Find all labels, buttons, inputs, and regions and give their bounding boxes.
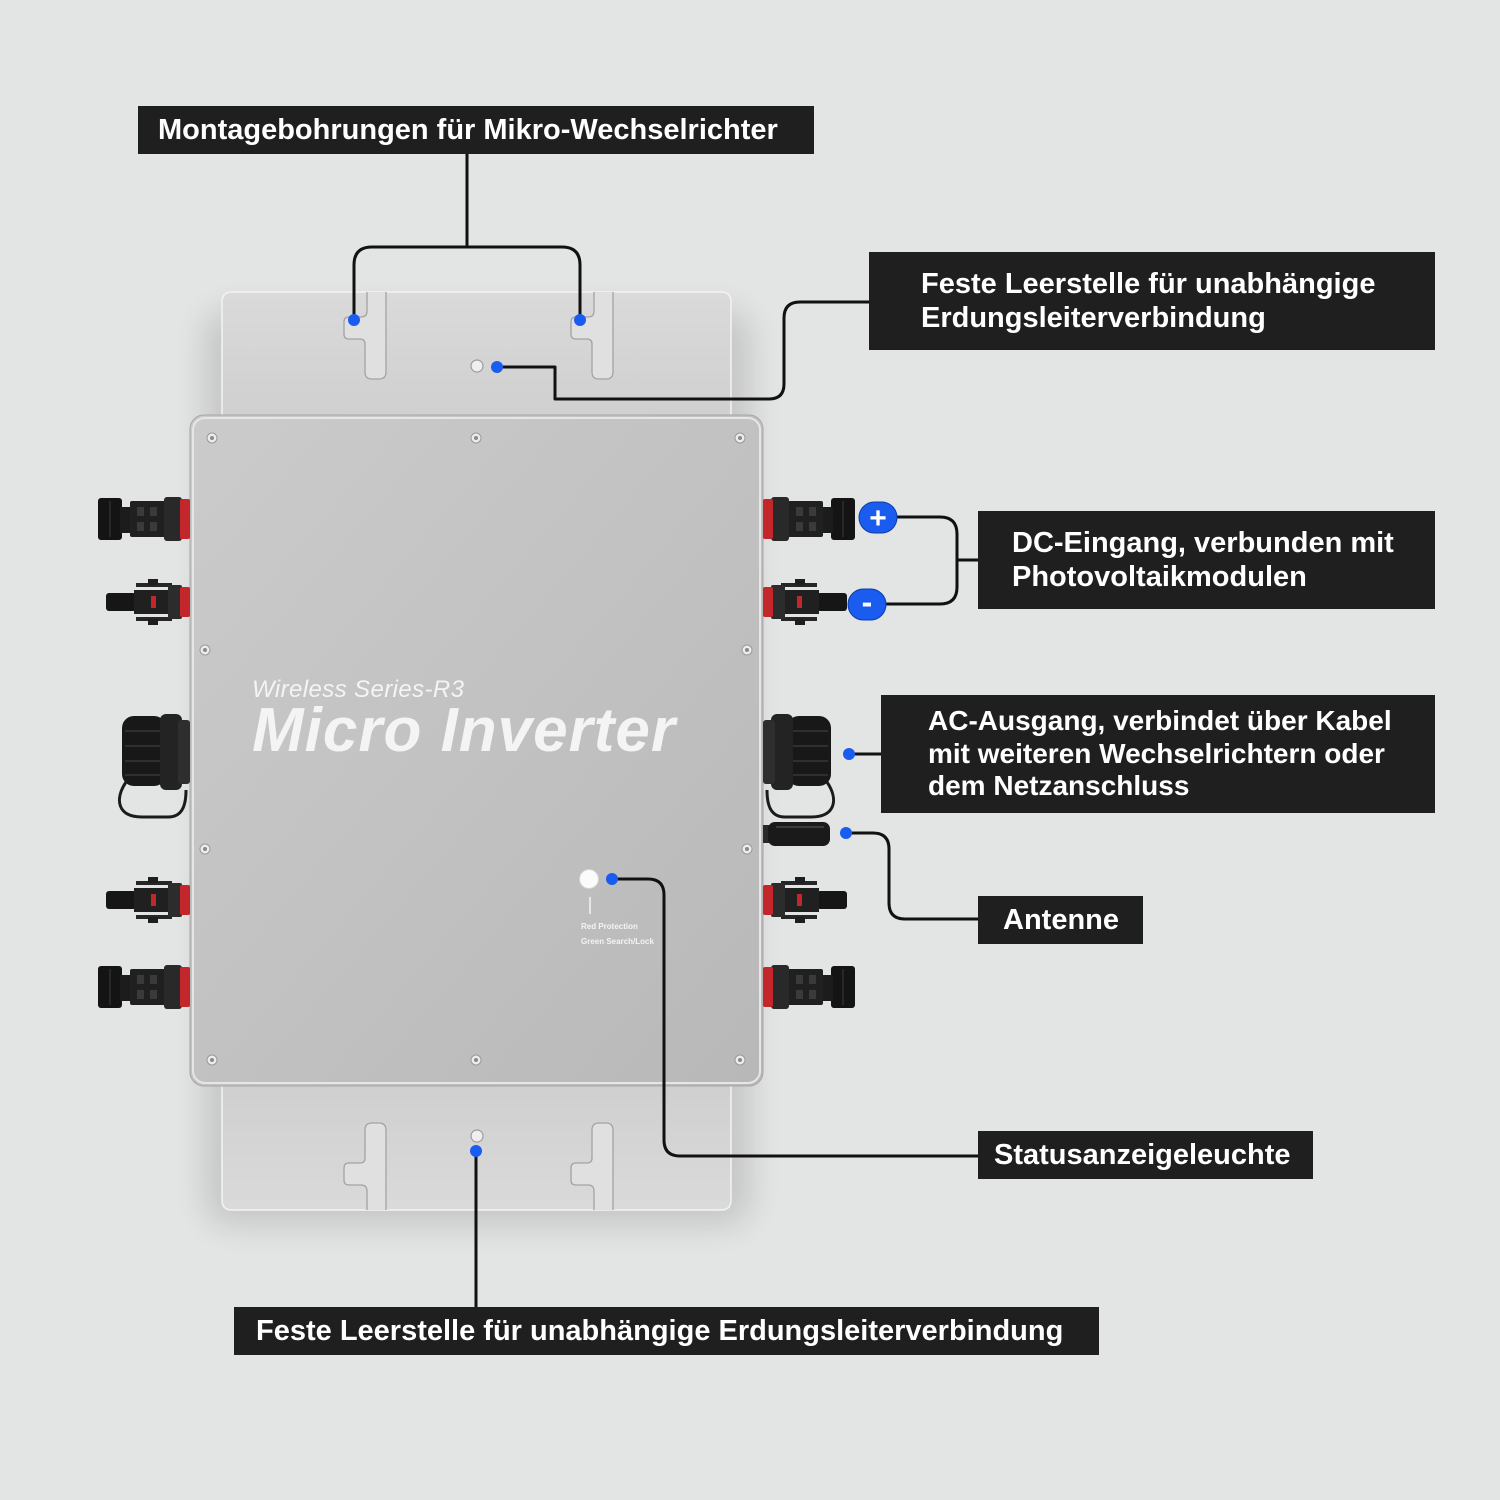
mc4-female-connector-right-2: [763, 965, 855, 1009]
callout-ac-output-line-2: mit weiteren Wechselrichtern oder: [928, 737, 1385, 769]
callout-mounting-holes-text: Montagebohrungen für Mikro-Wechselrichte…: [158, 114, 778, 146]
callout-ground-top: Feste Leerstelle für unabhängige Erdungs…: [869, 252, 1435, 350]
callout-ground-top-line-1: Feste Leerstelle für unabhängige: [921, 268, 1376, 300]
marker-mounting-hole-left: [348, 314, 360, 326]
callout-dc-input-line-2: Photovoltaikmodulen: [1012, 561, 1307, 593]
callout-status-light: Statusanzeigeleuchte: [978, 1131, 1313, 1179]
callout-antenna-text: Antenne: [1003, 904, 1119, 936]
negative-sign: -: [862, 584, 873, 620]
callout-mounting-holes: Montagebohrungen für Mikro-Wechselrichte…: [138, 106, 814, 154]
callout-ground-top-line-2: Erdungsleiterverbindung: [921, 302, 1266, 334]
callout-ac-output-line-3: dem Netzanschluss: [928, 770, 1190, 802]
mounting-slot-right: [570, 1122, 614, 1210]
marker-status-light: [606, 873, 618, 885]
mc4-male-connector-right-1: [763, 579, 847, 625]
marker-antenna: [840, 827, 852, 839]
callout-dc-input-line-1: DC-Eingang, verbunden mit: [1012, 527, 1394, 559]
mc4-male-connector-right-2: [763, 877, 847, 923]
ground-hole-top: [470, 359, 484, 373]
connectors-right: [763, 497, 855, 1009]
callout-ac-output-line-1: AC-Ausgang, verbindet über Kabel: [928, 705, 1392, 737]
callout-dc-input: DC-Eingang, verbunden mit Photovoltaikmo…: [978, 511, 1435, 609]
connectors-right: [763, 497, 855, 1009]
dc-positive-marker: +: [858, 501, 898, 535]
leader-lines: [352, 154, 978, 1307]
series-label: Wireless Series-R3: [252, 676, 465, 703]
status-led: [579, 869, 599, 914]
led-legend-green: Green Search/Lock: [581, 937, 654, 946]
leader-antenna: [846, 831, 978, 921]
callout-ground-bottom: Feste Leerstelle für unabhängige Erdungs…: [234, 1307, 1099, 1355]
mc4-male-connector-left-2: [106, 877, 190, 923]
callout-ground-bottom-text: Feste Leerstelle für unabhängige Erdungs…: [256, 1315, 1064, 1347]
bottom-mounting-plate: [221, 1079, 732, 1211]
mc4-female-connector-left-2: [98, 965, 190, 1009]
callout-status-light-text: Statusanzeigeleuchte: [994, 1139, 1291, 1171]
ac-connector-right: [763, 714, 836, 819]
ac-connector-left: [117, 714, 190, 819]
leader-ground-top: [497, 300, 869, 401]
mounting-slot-right: [570, 292, 614, 380]
antenna: [763, 822, 830, 846]
markers: [348, 314, 855, 1157]
mc4-male-connector-left-1: [106, 579, 190, 625]
led-legend-red: Red Protection: [581, 922, 638, 931]
mc4-female-connector-left-1: [98, 497, 190, 541]
marker-ground-top: [491, 361, 503, 373]
positive-sign: +: [869, 502, 887, 535]
callout-ac-output: AC-Ausgang, verbindet über Kabel mit wei…: [881, 695, 1435, 813]
marker-ac-output: [843, 748, 855, 760]
connectors-left: [98, 497, 190, 1009]
marker-mounting-hole-right: [574, 314, 586, 326]
mounting-slot-left: [343, 1122, 387, 1210]
mc4-female-connector-right-1: [763, 497, 855, 541]
model-label: Micro Inverter: [252, 696, 678, 765]
ground-hole-bottom: [470, 1129, 484, 1143]
marker-ground-bottom: [470, 1145, 482, 1157]
top-mounting-plate: [221, 291, 732, 423]
leader-status-light: [612, 877, 978, 1158]
screw-centers: [203, 436, 749, 1062]
leader-mounting-bracket: [352, 245, 582, 320]
callout-antenna: Antenne: [978, 896, 1143, 944]
dc-negative-marker: -: [847, 584, 887, 621]
